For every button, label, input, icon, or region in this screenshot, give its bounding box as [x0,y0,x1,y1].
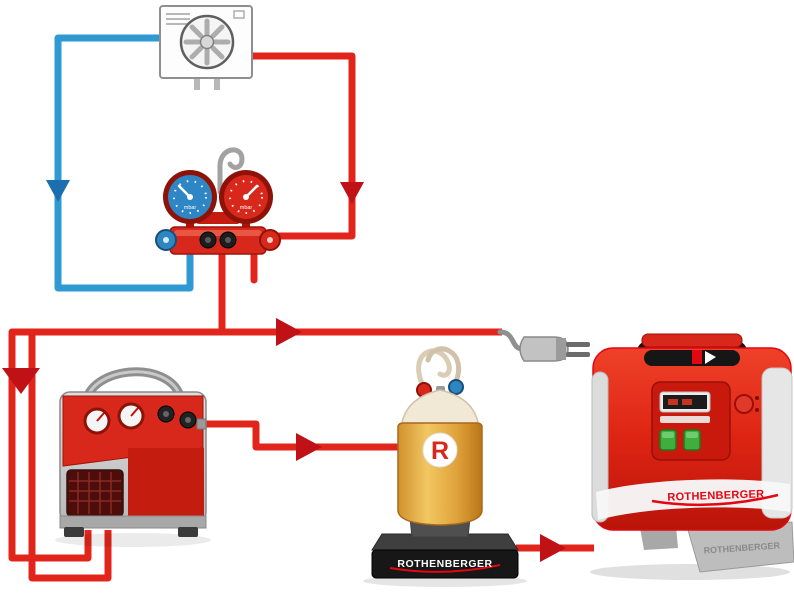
plug-pin-bottom [566,352,590,357]
recovery-foot-right [178,527,198,537]
display-digit-1 [668,399,678,405]
cylinder-hose-2 [425,346,462,387]
gauge-high-unit-label: mbar [240,205,253,211]
station-knob [734,394,754,414]
hanging-hook-icon [217,147,245,195]
ac-nameplate [233,10,245,19]
red-pipe-ac-to-manifold [252,52,356,240]
cylinder-r-badge [422,432,458,468]
recovery-outlet-fitting [196,418,207,430]
fan-icon [179,14,235,70]
station-side-panel-left [591,371,609,523]
station-side-panel-right [761,367,793,519]
red-pipe-return-run [28,334,112,582]
recovery-foot-left [64,527,84,537]
panel-label-strip [660,416,710,423]
pipework [2,34,594,582]
station-shadow [590,564,790,580]
cylinder-body [397,422,483,526]
control-panel [651,381,731,461]
recovery-gauge-2 [117,402,145,430]
station-brand-label: ROTHENBERGER [667,488,764,503]
low-pressure-gauge: mbar [163,170,217,224]
red-flow-arrow-to-station [540,534,566,562]
plug-pin-top [566,342,590,347]
red-flow-arrow-down-right [340,182,364,204]
gauge-low-unit-label: mbar [184,205,197,211]
cylinder-hose-1 [416,348,452,391]
display-digit-2 [682,399,692,405]
recovery-lower-cover [128,448,204,518]
vent-grille-bars [69,472,121,514]
cylinder-letter: R [431,437,449,465]
ac-pipe-stub-right [214,78,220,90]
refrigerant-scale: ROTHENBERGER [363,533,527,587]
station-logo-swoosh [651,493,779,507]
recycling-station: ROTHENBERGER ROTHENBERGER [590,333,794,580]
slot-decal-arrow [705,351,716,364]
station-handle-grip [641,333,743,348]
recovery-base [59,515,207,529]
red-flow-arrow-down-left [2,368,40,394]
recovery-unit [55,367,211,547]
ac-vent-slits [166,13,190,25]
blue-flow-arrow-down [46,180,70,202]
ac-pipe-stub-left [194,78,200,90]
station-brand-band [596,479,790,520]
red-flow-arrow-to-cylinder [296,433,322,461]
scale-brand-label: ROTHENBERGER [397,558,492,570]
manifold-body-highlight [174,230,262,236]
scale-logo-swoosh [389,564,501,573]
plug-collar [556,338,566,360]
recovery-shadow [55,533,211,547]
red-flow-arrow-right-main [276,318,302,346]
blue-suction-pipe [54,34,194,292]
ac-unit [159,5,253,90]
station-foot-left [640,526,678,550]
power-plug [497,329,590,362]
high-pressure-gauge: mbar [219,170,273,224]
red-pipe-main-run [8,328,502,562]
refrigerant-cylinder: R [397,346,483,538]
vent-grille [66,469,124,517]
recovery-gauge-1 [83,407,111,435]
cylinder-valve-blue [448,379,464,395]
slot-decal-red [692,350,702,364]
red-pipe-recovery-to-cylinder [204,420,402,451]
manifold-gauge-set: mbar mbar [155,147,281,255]
